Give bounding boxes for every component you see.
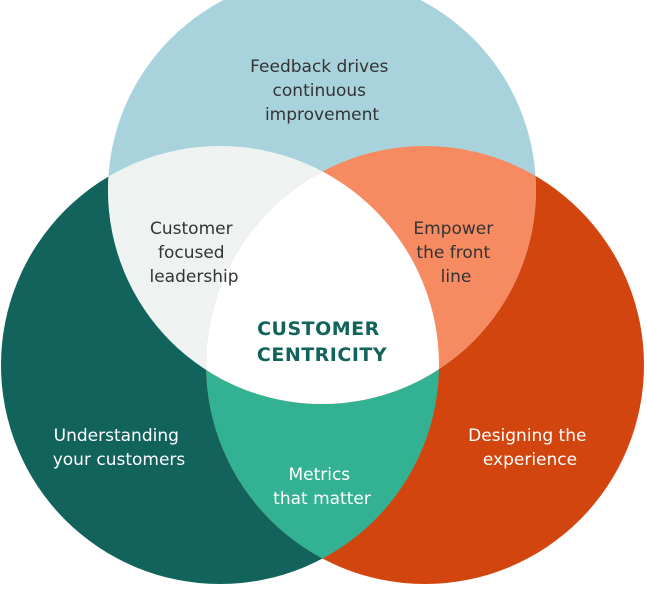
customer-centricity-label: CUSTOMER CENTRICITY [257,318,387,366]
customer-centricity-line: CUSTOMER [257,318,380,340]
feedback-label-line: continuous [273,81,367,101]
empower-front-line-line: the front [416,243,490,263]
feedback-label: Feedback drives continuous improvement [250,57,394,125]
designing-experience-line: experience [483,450,577,470]
center-customer-centricity [206,146,439,404]
understanding-customers-label: Understanding your customers [53,426,186,470]
metrics-that-matter-line: that matter [273,489,371,509]
customer-focused-leadership-line: focused [158,243,225,263]
understanding-customers-line: Understanding [54,426,179,446]
metrics-that-matter-label: Metrics that matter [273,465,371,509]
designing-experience-label: Designing the experience [468,426,592,470]
empower-front-line-label: Empower the front line [413,219,498,287]
customer-focused-leadership-line: leadership [150,267,239,287]
feedback-label-line: improvement [265,105,379,125]
empower-front-line-line: line [441,267,472,287]
customer-centricity-line: CENTRICITY [257,344,387,366]
empower-front-line-line: Empower [413,219,493,239]
designing-experience-line: Designing the [468,426,586,446]
customer-focused-leadership-line: Customer [150,219,233,239]
understanding-customers-line: your customers [53,450,186,470]
feedback-label-line: Feedback drives [250,57,388,77]
metrics-that-matter-line: Metrics [288,465,350,485]
customer-focused-leadership-label: Customer focused leadership [150,219,239,287]
